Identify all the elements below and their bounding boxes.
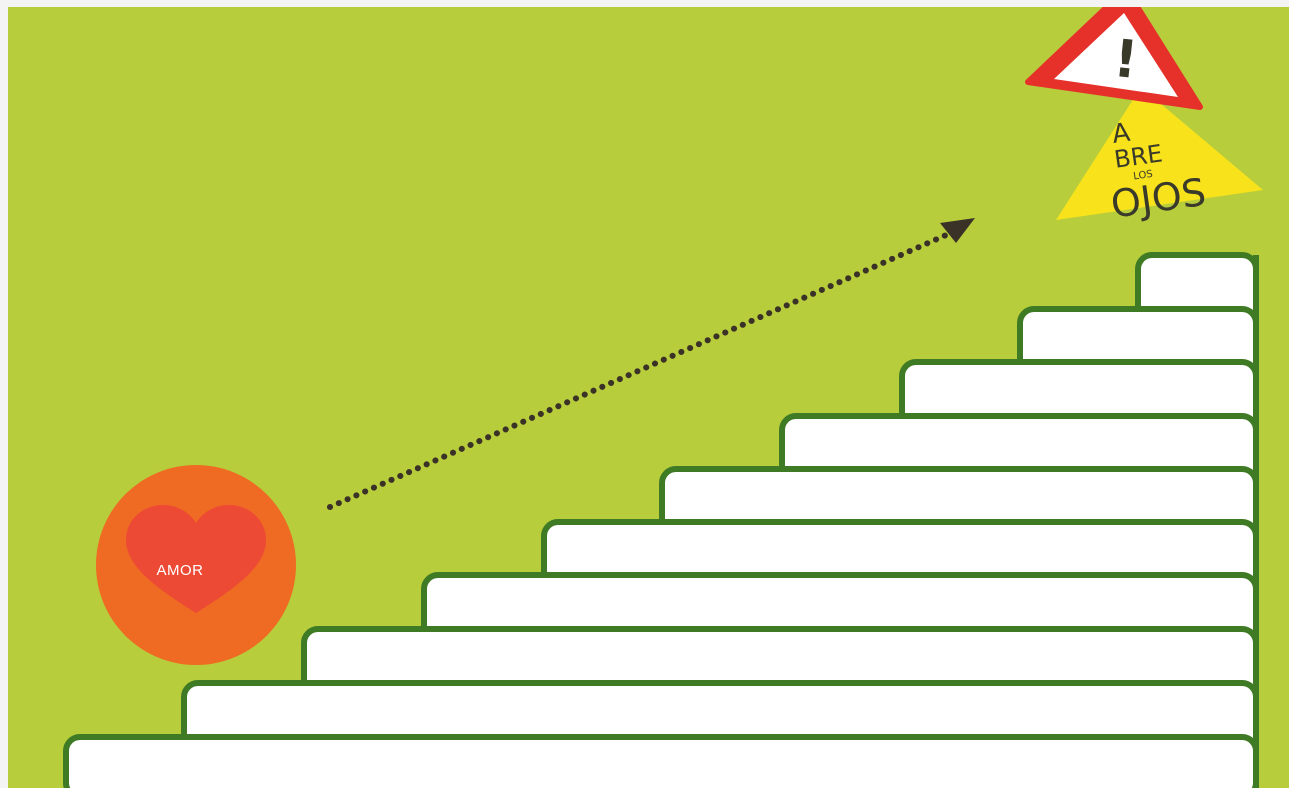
poster-canvas: AMOR ! A BRE LOS OJOS xyxy=(8,7,1289,788)
arrow-head-icon xyxy=(940,218,975,243)
amor-badge: AMOR xyxy=(96,465,296,665)
amor-label: AMOR xyxy=(157,562,204,579)
warning-sign: ! A BRE LOS OJOS xyxy=(1028,7,1263,227)
poster-illustration: AMOR ! A BRE LOS OJOS xyxy=(8,7,1289,788)
stair-step xyxy=(66,737,1256,788)
